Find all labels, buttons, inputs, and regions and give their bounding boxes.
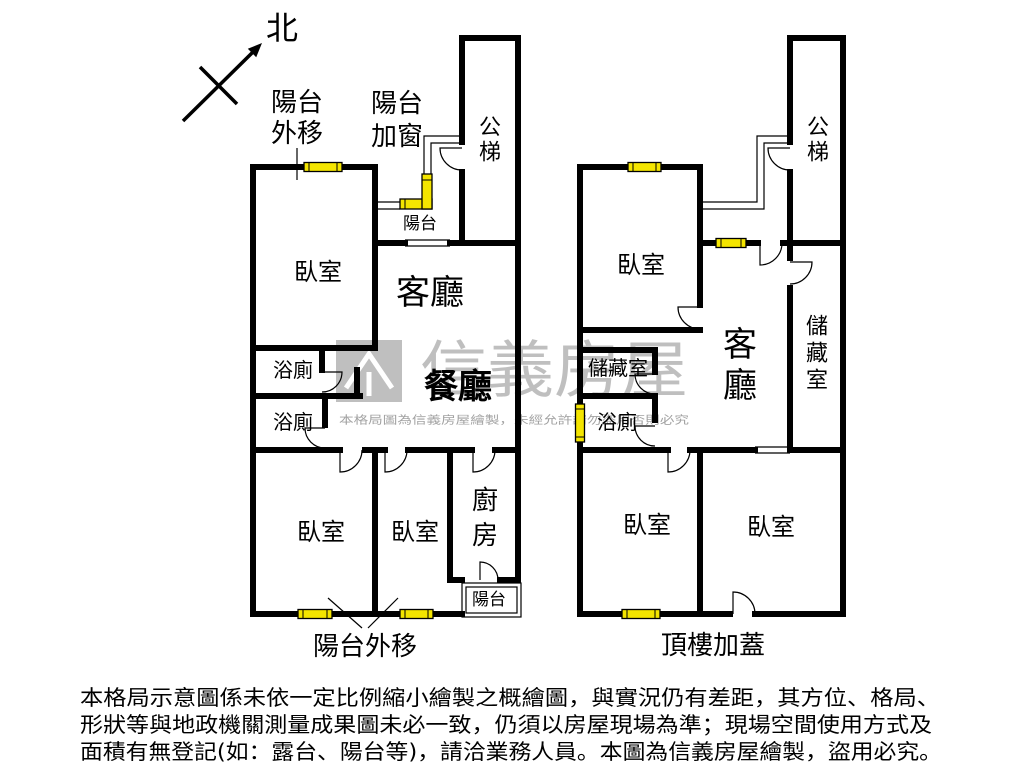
door bbox=[634, 373, 656, 395]
room-label-stair: 梯 bbox=[807, 141, 829, 166]
plan-caption-rooftop: 頂樓加蓋 bbox=[661, 631, 765, 661]
room-label-living-room: 廳 bbox=[723, 366, 757, 406]
window bbox=[297, 608, 333, 620]
room-label-bedroom: 臥室 bbox=[294, 258, 342, 286]
note-bottom-balcony-moved: 陽台外移 bbox=[313, 632, 417, 662]
room-label-storage: 儲藏室 bbox=[588, 356, 648, 380]
balcony-window bbox=[399, 173, 433, 210]
pointer-line bbox=[367, 597, 399, 629]
note-balcony-moved: 陽台 bbox=[271, 88, 323, 118]
door bbox=[732, 591, 756, 615]
balcony-edge bbox=[423, 135, 462, 174]
north-arrow-icon bbox=[181, 43, 262, 123]
room-label-bedroom: 臥室 bbox=[623, 511, 671, 539]
room-label-balcony: 陽台 bbox=[403, 214, 437, 234]
disclaimer-line: 形狀等與地政機關測量成果圖未必一致，仍須以房屋現場為準；現場空間使用方式及 bbox=[80, 713, 932, 737]
balcony-edge bbox=[700, 135, 790, 203]
room-label-bathroom: 浴廁 bbox=[273, 410, 313, 434]
door bbox=[472, 449, 496, 473]
balcony-edge bbox=[430, 142, 462, 174]
window bbox=[303, 161, 343, 173]
room-label-bedroom: 臥室 bbox=[747, 513, 795, 541]
door bbox=[759, 242, 783, 266]
door bbox=[339, 449, 363, 473]
room-label-storage: 室 bbox=[806, 369, 828, 394]
compass-north-label: 北 bbox=[266, 9, 298, 47]
door bbox=[767, 147, 791, 171]
door bbox=[321, 371, 343, 393]
disclaimer-line: 面積有無登記(如：露台、陽台等)，請洽業務人員。本圖為信義房屋繪製，盜用必究。 bbox=[80, 740, 942, 764]
door bbox=[439, 147, 463, 171]
pointer-line bbox=[327, 597, 363, 629]
room-label-dining-room: 餐廳 bbox=[424, 367, 492, 407]
note-balcony-moved: 外移 bbox=[271, 119, 323, 149]
door bbox=[384, 449, 408, 473]
door bbox=[634, 425, 656, 447]
note-balcony-window: 陽台 bbox=[371, 89, 423, 119]
room-label-stair: 公 bbox=[479, 116, 501, 141]
left-plan: 陽台 外移 陽台 加窗 公 梯 陽台 臥室 客廳 浴廁 餐廳 浴廁 臥室 臥室 … bbox=[250, 35, 522, 662]
room-label-bathroom: 浴廁 bbox=[273, 358, 313, 382]
door bbox=[304, 427, 326, 449]
door bbox=[667, 449, 691, 473]
note-balcony-window: 加窗 bbox=[371, 122, 423, 152]
window bbox=[627, 161, 662, 173]
door bbox=[677, 306, 701, 330]
door bbox=[789, 261, 813, 285]
door bbox=[479, 561, 499, 581]
room-label-bathroom: 浴廁 bbox=[597, 410, 637, 434]
room-label-stair: 公 bbox=[807, 116, 829, 141]
disclaimer: 本格局示意圖係未依一定比例縮小繪製之概繪圖，與實況仍有差距，其方位、格局、 形狀… bbox=[80, 686, 942, 764]
room-label-living-room: 客廳 bbox=[396, 273, 464, 313]
room-label-kitchen: 廚 bbox=[472, 486, 498, 516]
window bbox=[399, 608, 434, 620]
watermark-notice: 本格局圖為信義房屋繪製，未經允許請勿盜用否則必究 bbox=[339, 413, 689, 427]
room-label-living-room: 客 bbox=[723, 325, 757, 365]
disclaimer-line: 本格局示意圖係未依一定比例縮小繪製之概繪圖，與實況仍有差距，其方位、格局、 bbox=[80, 686, 940, 710]
window bbox=[715, 237, 747, 249]
balcony-outline bbox=[465, 586, 518, 614]
room-label-storage: 藏 bbox=[806, 342, 828, 367]
right-plan: 公 梯 臥室 客 廳 儲 藏 室 儲藏室 浴廁 臥室 臥室 頂樓加蓋 bbox=[574, 35, 846, 661]
room-label-bedroom: 臥室 bbox=[297, 518, 345, 546]
room-label-bedroom: 臥室 bbox=[391, 518, 439, 546]
window bbox=[574, 403, 586, 443]
room-label-kitchen: 房 bbox=[472, 521, 498, 551]
room-label-bedroom: 臥室 bbox=[617, 251, 665, 279]
balcony-edge bbox=[700, 142, 790, 210]
window bbox=[621, 608, 661, 620]
room-label-stair: 梯 bbox=[479, 141, 501, 166]
balcony-outline bbox=[461, 582, 522, 618]
room-label-balcony: 陽台 bbox=[472, 590, 506, 610]
room-label-storage: 儲 bbox=[806, 315, 828, 340]
